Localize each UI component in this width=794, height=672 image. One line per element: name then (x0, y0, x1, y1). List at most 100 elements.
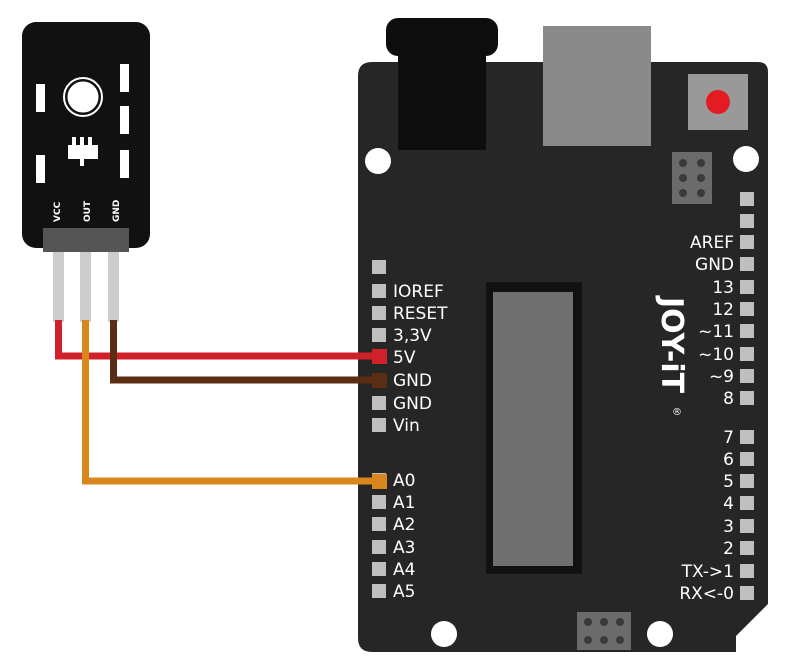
smd-component (120, 64, 129, 92)
smd-component (120, 150, 129, 178)
reset-button (688, 74, 748, 130)
registered-mark: ® (672, 407, 682, 418)
header-pin (740, 541, 754, 555)
header-pin (740, 391, 754, 405)
pin-label-a1: A1 (393, 493, 415, 513)
sensor-pin-header (43, 228, 129, 252)
pin-label-a4: A4 (393, 560, 415, 580)
header-pin (740, 496, 754, 510)
header-pin (740, 519, 754, 533)
mounting-hole (733, 146, 759, 172)
header-pin (372, 584, 386, 598)
pin-label-3: 3 (723, 517, 734, 537)
transistor (68, 137, 98, 166)
pin-label-3v3: 3,3V (393, 326, 432, 346)
mounting-hole (431, 621, 457, 647)
header-pin (372, 306, 386, 320)
pin-label-8: 8 (723, 389, 734, 409)
pin-label-5v: 5V (393, 348, 416, 368)
header-pin (372, 396, 386, 410)
pin-label-vin: Vin (393, 416, 420, 436)
header-pin (740, 586, 754, 600)
header-pin (740, 347, 754, 361)
sensor-module: VCC OUT GND (22, 22, 150, 322)
brand-text: JOY-iT (654, 295, 689, 394)
sensor-pin-gnd (108, 252, 119, 322)
sensor-element (64, 78, 102, 116)
sensor-pin-out (80, 252, 91, 322)
header-pin (740, 474, 754, 488)
header-pin (740, 324, 754, 338)
sensor-pcb (22, 22, 150, 248)
wire-gnd-to-gnd (110, 320, 380, 384)
sensor-pin-label-vcc: VCC (53, 201, 63, 222)
header-pin (740, 192, 754, 206)
header-pin (740, 369, 754, 383)
wire-end-gnd (372, 373, 387, 388)
pin-label-12: 12 (712, 300, 734, 320)
header-pin (740, 564, 754, 578)
header-pin (372, 284, 386, 298)
power-jack (386, 18, 498, 150)
pin-label-a2: A2 (393, 515, 415, 535)
header-pin (740, 302, 754, 316)
pin-label-10: ~10 (698, 345, 734, 365)
pin-label-gnd-2: GND (393, 394, 432, 414)
pin-label-gnd-1: GND (393, 371, 432, 391)
digital-header-top: AREF GND 13 12 ~11 ~10 ~9 8 (690, 192, 754, 409)
header-pin (740, 430, 754, 444)
wire-end-a0 (372, 474, 387, 489)
icsp-header-bottom (577, 612, 631, 650)
header-pin (372, 495, 386, 509)
wire-end-5v (372, 349, 387, 364)
header-pin (740, 214, 754, 228)
pin-label-a0: A0 (393, 471, 415, 491)
sensor-pin-vcc (53, 252, 64, 322)
pin-label-a3: A3 (393, 538, 415, 558)
pin-label-tx: TX->1 (681, 562, 734, 582)
header-pin (372, 328, 386, 342)
header-pin (372, 517, 386, 531)
header-pin (372, 562, 386, 576)
mounting-hole (365, 148, 391, 174)
sensor-pin-label-gnd: GND (112, 200, 122, 222)
header-pin (740, 452, 754, 466)
header-pin (372, 418, 386, 432)
wires (55, 320, 387, 489)
brand-logo: JOY-iT (654, 295, 689, 394)
pin-label-13: 13 (712, 278, 734, 298)
pin-label-reset: RESET (393, 304, 448, 324)
icsp-header-top (672, 152, 712, 204)
pin-label-a5: A5 (393, 582, 415, 602)
wire-vcc-to-5v (55, 320, 380, 360)
pin-label-7: 7 (723, 428, 734, 448)
smd-component (120, 106, 129, 134)
microcontroller-chip (486, 282, 582, 574)
pin-label-gnd-digital: GND (695, 255, 734, 275)
pin-label-rx: RX<-0 (679, 584, 734, 604)
pin-label-ioref: IOREF (393, 282, 444, 302)
pin-label-aref: AREF (690, 233, 734, 253)
smd-component (36, 155, 45, 183)
pin-label-2: 2 (723, 539, 734, 559)
mounting-hole (647, 621, 673, 647)
usb-connector (543, 26, 651, 146)
smd-component (36, 84, 45, 112)
pin-label-5: 5 (723, 472, 734, 492)
header-pin (372, 540, 386, 554)
pin-label-6: 6 (723, 450, 734, 470)
wire-out-to-a0 (82, 320, 380, 485)
digital-header-bottom: 7 6 5 4 3 2 TX->1 RX<-0 (679, 428, 754, 604)
pin-label-11: ~11 (698, 322, 734, 342)
sensor-pin-label-out: OUT (83, 200, 93, 222)
header-pin (740, 257, 754, 271)
pin-label-4: 4 (723, 494, 734, 514)
pin-label-9: ~9 (709, 367, 734, 387)
header-pin (372, 260, 386, 274)
analog-header: A0 A1 A2 A3 A4 A5 (372, 471, 415, 602)
header-pin (740, 280, 754, 294)
power-header: IOREF RESET 3,3V 5V GND GND Vin (372, 260, 448, 436)
arduino-board: JOY-iT ® IOREF RESET 3,3V 5V GND GND Vin… (358, 18, 768, 652)
header-pin (740, 235, 754, 249)
